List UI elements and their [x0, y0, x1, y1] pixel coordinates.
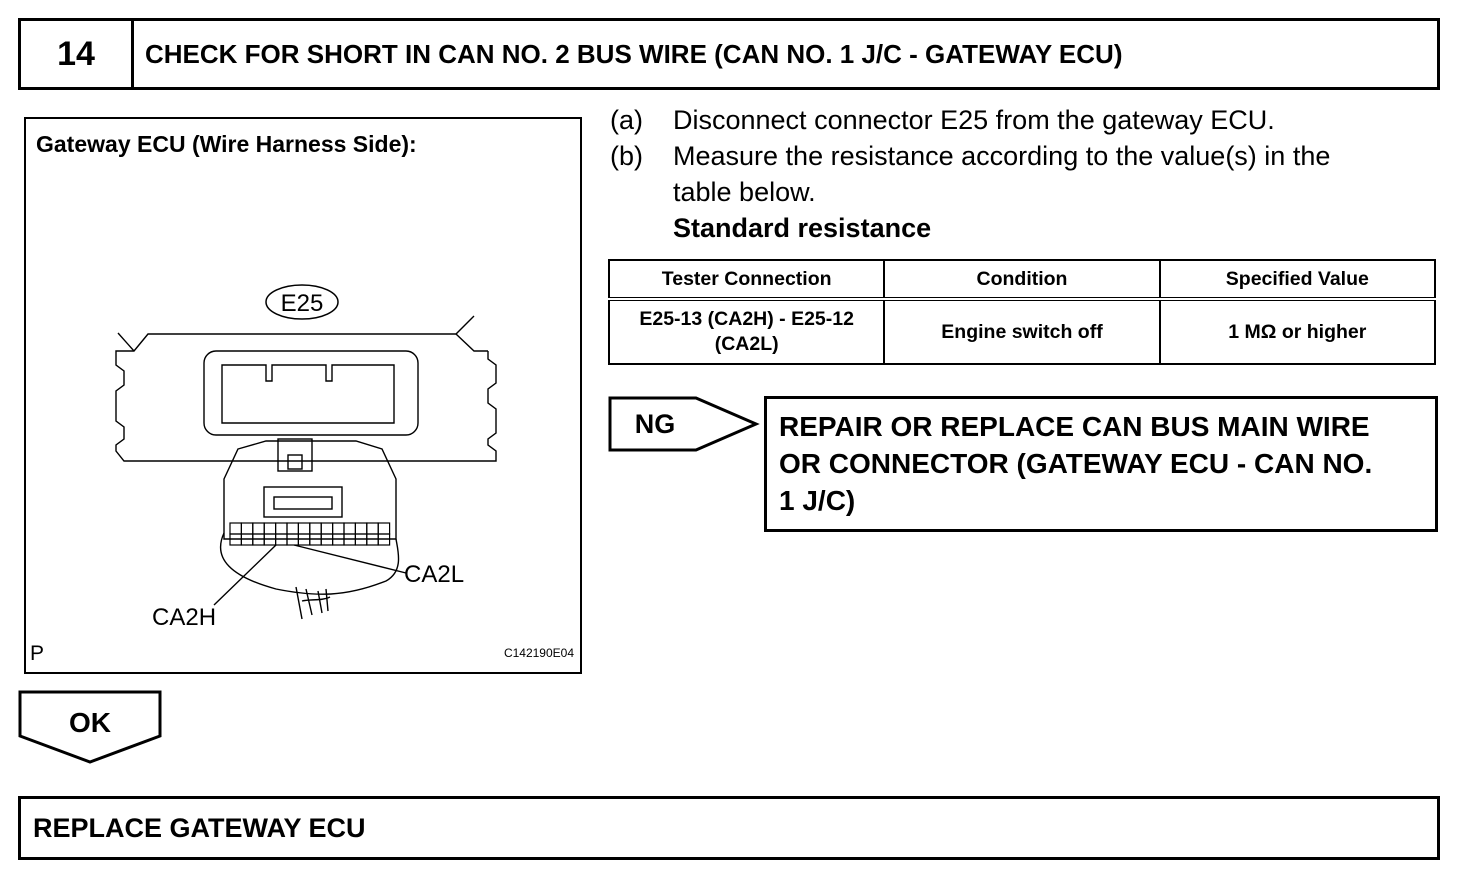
ng-arrow: NG: [608, 396, 760, 452]
final-action-box: REPLACE GATEWAY ECU: [18, 796, 1440, 860]
spec-table: Tester Connection Condition Specified Va…: [607, 259, 1437, 365]
connector-pin: [286, 522, 299, 535]
step-title: CHECK FOR SHORT IN CAN NO. 2 BUS WIRE (C…: [145, 38, 1123, 69]
instructions: (a) Disconnect connector E25 from the ga…: [610, 102, 1450, 252]
cell-tester-connection: E25-13 (CA2H) - E25-12 (CA2L): [607, 298, 886, 365]
step-number: 14: [21, 21, 134, 87]
connector-pin: [343, 522, 356, 535]
ng-label: NG: [635, 409, 676, 439]
step-header: 14 CHECK FOR SHORT IN CAN NO. 2 BUS WIRE…: [18, 18, 1440, 90]
figure-title: Gateway ECU (Wire Harness Side):: [36, 131, 417, 157]
pin-label-ca2h: CA2H: [152, 604, 216, 631]
connector-pin: [366, 522, 379, 535]
table-header-row: Tester Connection Condition Specified Va…: [607, 259, 1437, 301]
ng-action-text: REPAIR OR REPLACE CAN BUS MAIN WIRE OR C…: [779, 411, 1373, 516]
connector-label: E25: [281, 290, 324, 317]
connector-pin: [263, 522, 277, 535]
corner-letter: P: [30, 642, 44, 665]
standard-label: Standard resistance: [673, 213, 932, 243]
standard-label-row: Standard resistance: [610, 210, 1450, 246]
instruction-b-continued: table below.: [673, 177, 816, 207]
connector-pin: [309, 522, 322, 535]
header-tester-connection: Tester Connection: [607, 259, 886, 301]
pin-label-ca2l: CA2L: [404, 561, 464, 588]
header-specified-value: Specified Value: [1158, 259, 1437, 301]
connector-pin: [275, 522, 288, 535]
connector-pin: [377, 533, 391, 546]
connector-pin: [354, 522, 368, 535]
cell-condition: Engine switch off: [883, 298, 1161, 365]
connector-figure: Gateway ECU (Wire Harness Side):: [24, 117, 582, 674]
connector-pin: [377, 522, 391, 535]
connector-pin: [297, 522, 311, 535]
figure-code: C142190E04: [504, 646, 574, 660]
instruction-b: (b) Measure the resistance according to …: [610, 141, 1331, 171]
ok-arrow: OK: [18, 690, 162, 764]
connector-pin: [252, 522, 265, 535]
cell-specified-value: 1 MΩ or higher: [1158, 298, 1437, 365]
instruction-a: (a) Disconnect connector E25 from the ga…: [610, 105, 1275, 135]
connector-pin: [320, 522, 334, 535]
final-action-text: REPLACE GATEWAY ECU: [33, 812, 366, 843]
connector-pin: [229, 522, 242, 535]
header-condition: Condition: [883, 259, 1161, 301]
ok-label: OK: [69, 707, 111, 738]
connector-drawing: E25 CA2L CA2H P C142190E04: [30, 284, 574, 665]
ng-action-box: REPAIR OR REPLACE CAN BUS MAIN WIRE OR C…: [764, 396, 1438, 532]
table-row: E25-13 (CA2H) - E25-12 (CA2L) Engine swi…: [607, 298, 1437, 365]
connector-pin: [240, 522, 254, 535]
connector-pin: [332, 522, 345, 535]
